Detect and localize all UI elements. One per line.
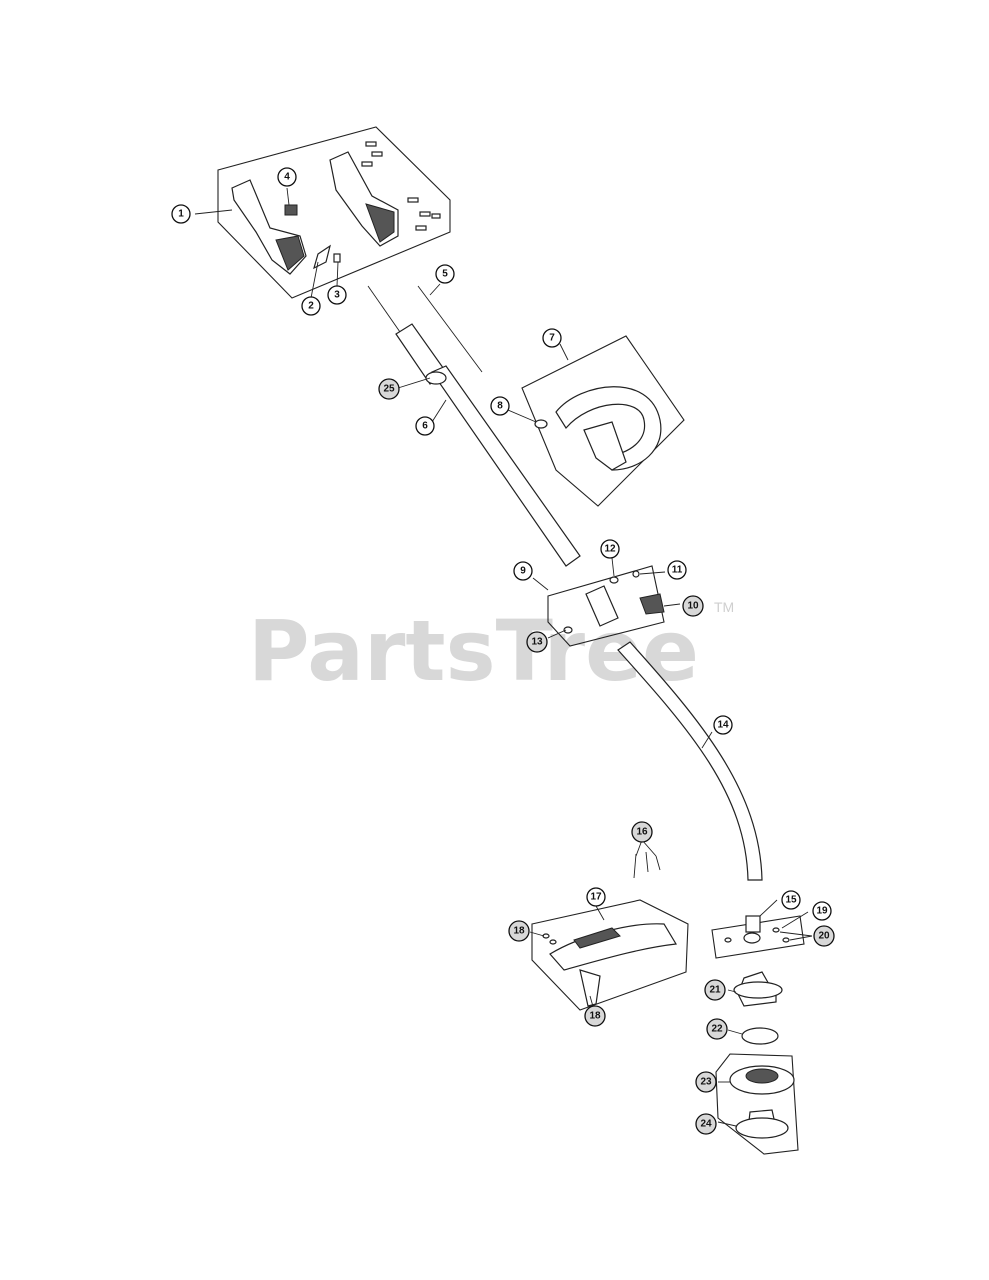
- callout-1[interactable]: 1: [171, 204, 191, 224]
- guard-box: [531, 899, 689, 1011]
- callout-18-left[interactable]: 18: [508, 920, 530, 942]
- svg-text:5: 5: [442, 269, 448, 280]
- retainer-nut: [741, 1027, 779, 1045]
- spool-assembly: [715, 1027, 799, 1155]
- assist-handle-box: [521, 335, 685, 507]
- svg-text:11: 11: [672, 565, 683, 576]
- callout-8[interactable]: 8: [490, 396, 510, 416]
- watermark-trademark: TM: [714, 599, 734, 615]
- callout-10[interactable]: 10: [682, 595, 704, 617]
- guard-screw-b: [549, 939, 557, 945]
- callout-23[interactable]: 23: [695, 1071, 717, 1093]
- svg-text:15: 15: [785, 895, 797, 906]
- guard-assembly: [529, 899, 689, 1011]
- svg-text:12: 12: [604, 544, 616, 555]
- motor-shaft-stub: [367, 285, 401, 333]
- spool-hub: [745, 1068, 779, 1084]
- handle-housing-assembly: [194, 126, 451, 299]
- svg-text:6: 6: [422, 421, 428, 432]
- callout-24[interactable]: 24: [695, 1113, 717, 1135]
- svg-text:9: 9: [520, 566, 526, 577]
- callout-16[interactable]: 16: [631, 821, 653, 843]
- gear-head-box: [711, 915, 805, 959]
- callout-12[interactable]: 12: [600, 539, 620, 559]
- callout-19[interactable]: 19: [812, 901, 832, 921]
- gear-head-bracket: [745, 915, 761, 933]
- svg-text:13: 13: [531, 637, 543, 648]
- callout-5[interactable]: 5: [435, 264, 455, 284]
- coupler-nut: [609, 576, 619, 584]
- upper-shaft-assembly: [367, 283, 581, 567]
- handle-kit-box: [217, 126, 451, 299]
- spool-cap: [735, 1117, 789, 1139]
- shaft-coupler-assembly: [532, 557, 681, 647]
- svg-text:23: 23: [700, 1077, 712, 1088]
- handle-right-grip: [365, 203, 395, 243]
- callout-18-bottom[interactable]: 18: [584, 1005, 606, 1027]
- drive-cable: [417, 285, 483, 373]
- screw-hardware: [633, 839, 661, 879]
- svg-text:20: 20: [818, 931, 830, 942]
- svg-text:18: 18: [513, 926, 525, 937]
- svg-text:7: 7: [549, 333, 555, 344]
- callout-6[interactable]: 6: [415, 416, 435, 436]
- callout-14[interactable]: 14: [713, 715, 733, 735]
- svg-text:19: 19: [816, 906, 828, 917]
- callout-2[interactable]: 2: [301, 296, 321, 316]
- callout-22[interactable]: 22: [706, 1018, 728, 1040]
- lower-shaft: [617, 641, 763, 881]
- guard-shield-rib: [573, 927, 621, 949]
- spool-box: [715, 1053, 799, 1155]
- svg-text:1: 1: [178, 209, 184, 220]
- svg-text:17: 17: [590, 892, 602, 903]
- svg-text:8: 8: [497, 401, 503, 412]
- trigger-part: [313, 244, 331, 270]
- svg-text:3: 3: [334, 290, 340, 301]
- svg-text:4: 4: [284, 172, 290, 183]
- lower-shaft-tube: [617, 641, 763, 881]
- svg-text:18: 18: [589, 1011, 601, 1022]
- assist-handle-clamp: [583, 421, 627, 471]
- svg-text:16: 16: [636, 827, 648, 838]
- assist-handle-bolt: [534, 419, 548, 429]
- callout-25[interactable]: 25: [378, 378, 400, 400]
- spring-part: [333, 253, 341, 263]
- coupler-knob: [639, 593, 665, 615]
- callout-7[interactable]: 7: [542, 328, 562, 348]
- shaft-collar: [425, 371, 447, 385]
- callout-11[interactable]: 11: [667, 560, 687, 580]
- callout-21[interactable]: 21: [704, 979, 726, 1001]
- assist-handle-assembly: [507, 335, 685, 507]
- handle-left-grip: [275, 235, 305, 271]
- svg-text:2: 2: [308, 301, 314, 312]
- coupler-sleeve: [585, 585, 619, 627]
- svg-text:24: 24: [700, 1119, 712, 1130]
- coupler-screw: [563, 626, 573, 634]
- switch-part: [284, 204, 298, 216]
- coupler-washer: [632, 570, 640, 578]
- gear-head-flange: [733, 981, 783, 999]
- upper-shaft-tube: [431, 365, 581, 567]
- svg-text:22: 22: [711, 1024, 723, 1035]
- callout-20[interactable]: 20: [813, 925, 835, 947]
- callout-17[interactable]: 17: [586, 887, 606, 907]
- callout-15[interactable]: 15: [781, 890, 801, 910]
- callout-3[interactable]: 3: [327, 285, 347, 305]
- callout-9[interactable]: 9: [513, 561, 533, 581]
- callout-13[interactable]: 13: [526, 631, 548, 653]
- guard-blade: [579, 969, 601, 1007]
- svg-text:10: 10: [687, 601, 699, 612]
- gear-head-assembly: [711, 899, 813, 1007]
- callout-4[interactable]: 4: [277, 167, 297, 187]
- gear-head-bore: [743, 932, 761, 944]
- svg-text:14: 14: [717, 720, 729, 731]
- svg-text:21: 21: [709, 985, 721, 996]
- svg-text:25: 25: [383, 384, 395, 395]
- screws-set: [361, 141, 441, 231]
